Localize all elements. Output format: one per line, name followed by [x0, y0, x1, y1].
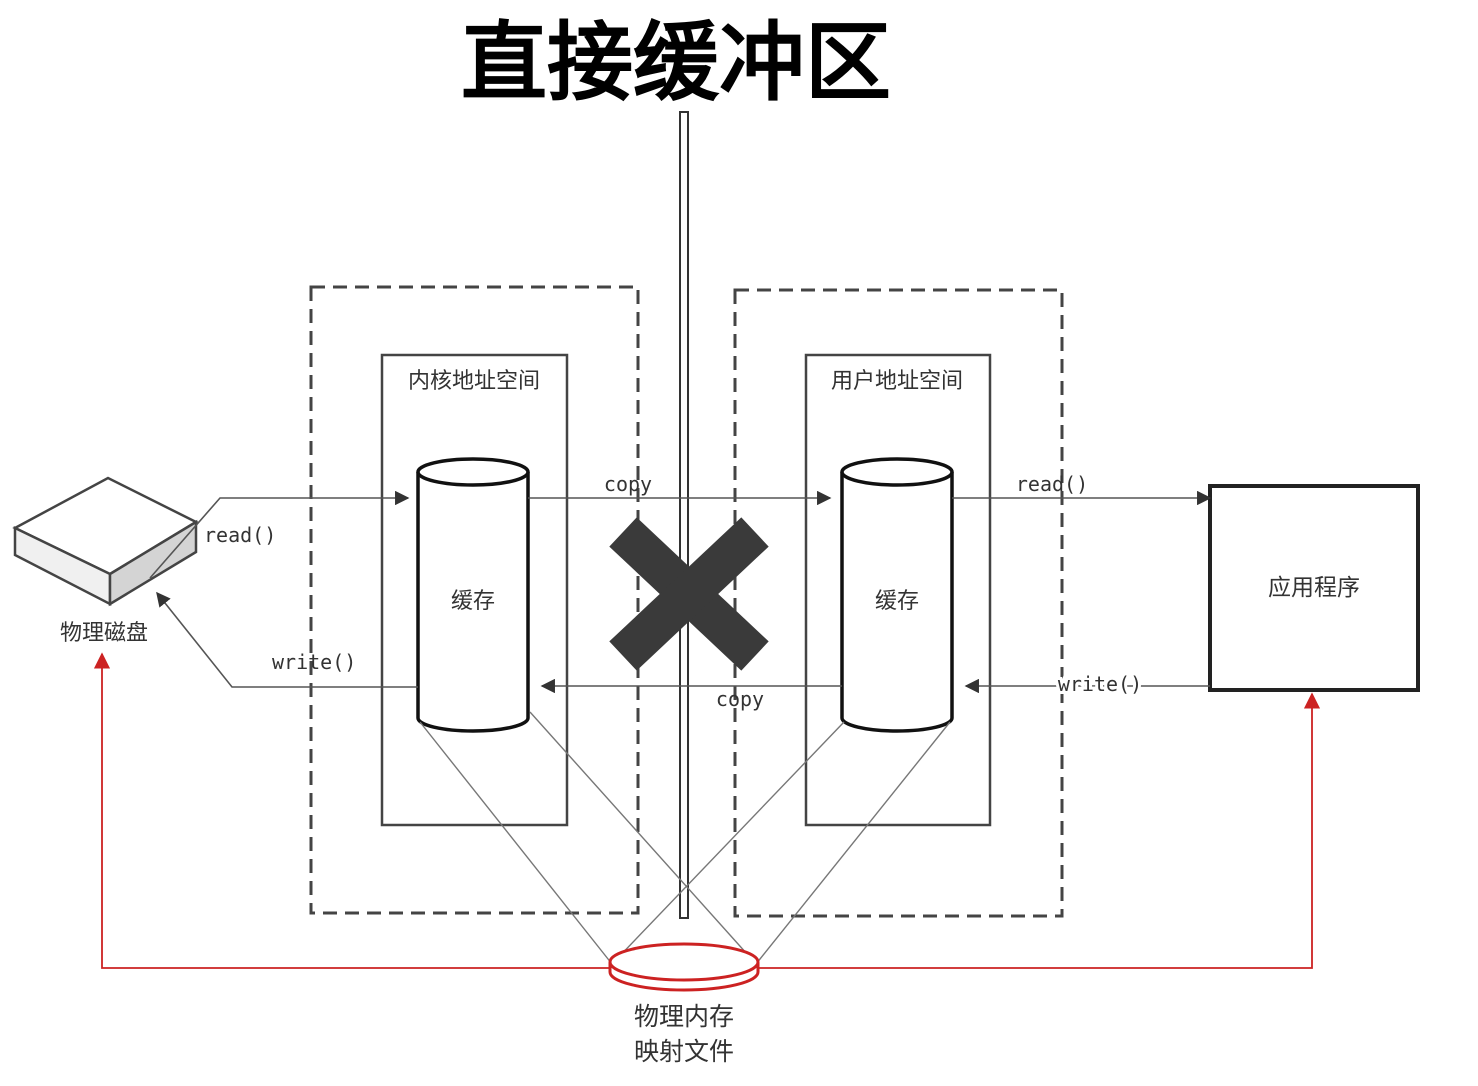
physical-memory-label-line2: 映射文件 — [634, 1037, 734, 1066]
disk-read-label: read() — [204, 523, 276, 547]
application-label: 应用程序 — [1268, 575, 1360, 601]
application-box — [1208, 484, 1420, 692]
physical-memory-label-line1: 物理内存 — [634, 1002, 734, 1031]
memory-to-app-arrow — [758, 692, 1321, 969]
user-buffer-label: 缓存 — [875, 589, 919, 614]
kernel-address-space-label: 内核地址空间 — [408, 369, 540, 394]
physical-memory-icon — [608, 942, 760, 992]
diagram-title: 直接缓冲区 — [461, 12, 891, 113]
copy-top-label: copy — [604, 472, 652, 496]
user-address-space-label: 用户地址空间 — [831, 369, 963, 394]
kernel-address-space-box — [380, 353, 569, 827]
kernel-region-dashed — [309, 285, 640, 915]
blocked-cross-icon — [609, 517, 769, 671]
separator-pillar — [679, 111, 689, 919]
disk-write-arrow — [156, 591, 418, 688]
app-write-label: write() — [1058, 672, 1142, 696]
physical-disk-icon — [12, 476, 199, 607]
kernel-buffer-cylinder — [416, 457, 530, 733]
user-address-space-box — [804, 353, 992, 827]
memory-to-disk-arrow — [93, 652, 610, 969]
disk-write-label: write() — [272, 650, 356, 674]
mapping-lines — [419, 711, 951, 965]
copy-bottom-label: copy — [716, 687, 764, 711]
disk-read-arrow — [149, 490, 410, 579]
app-read-label: read() — [1016, 472, 1088, 496]
user-buffer-cylinder — [840, 457, 954, 733]
physical-disk-label: 物理磁盘 — [60, 621, 148, 646]
kernel-buffer-label: 缓存 — [451, 589, 495, 614]
user-region-dashed — [733, 288, 1064, 918]
